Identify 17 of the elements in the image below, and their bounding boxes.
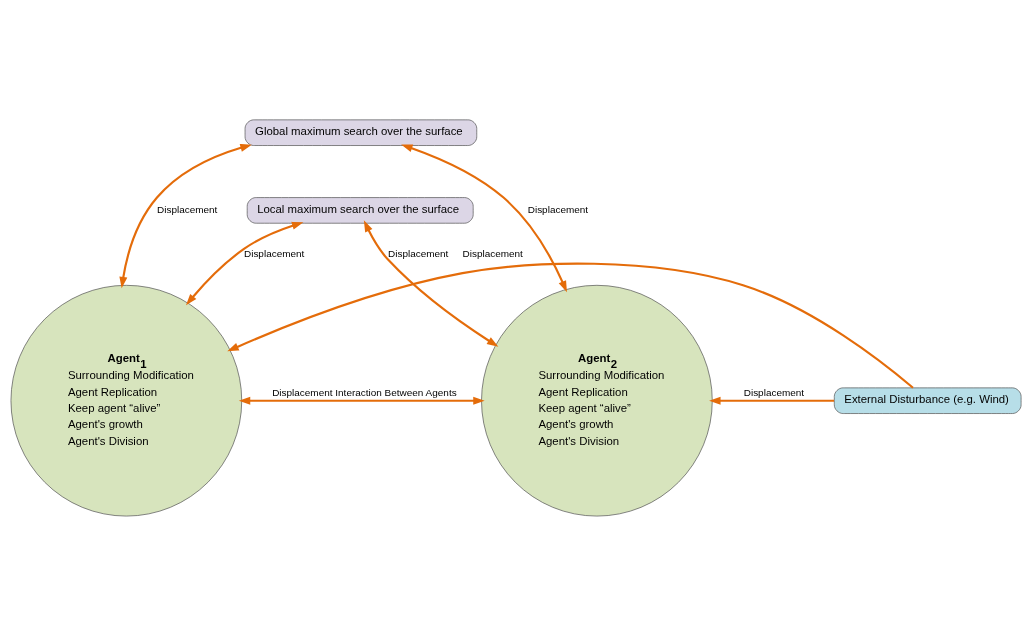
- edge-label: Displacement: [388, 247, 449, 259]
- edge-label: Displacement: [462, 247, 523, 259]
- arrow: [238, 396, 485, 405]
- arrow: [119, 143, 252, 288]
- edge-label: Displacement: [743, 386, 805, 398]
- edge-label: Displacement: [157, 203, 218, 215]
- arrow: [227, 262, 914, 389]
- edge-label: Displacement Interaction Between Agents: [272, 386, 457, 398]
- arrow: [185, 221, 304, 305]
- arrow: [709, 396, 835, 405]
- edge-label: Displacement: [527, 203, 589, 215]
- node-box: Local maximum search over the surface: [246, 196, 474, 224]
- node-box: External Disturbance (e.g. Wind): [833, 387, 1022, 414]
- edge-label: Displacement: [243, 247, 305, 259]
- arrow: [363, 219, 499, 347]
- arrow: [401, 143, 567, 292]
- node-box: Global maximum search over the surface: [244, 119, 478, 146]
